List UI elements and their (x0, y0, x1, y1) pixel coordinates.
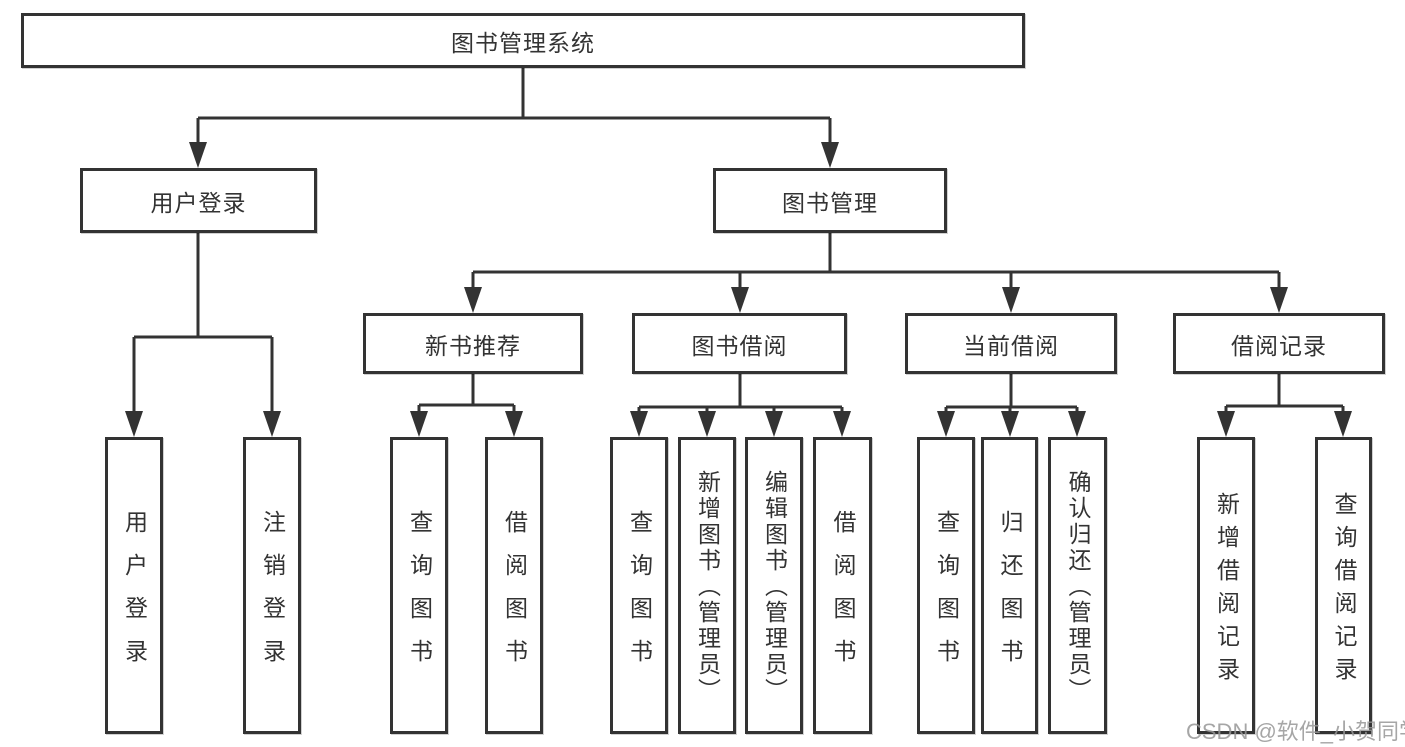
leaf-user-login: 用户登录 (105, 437, 163, 734)
node-user-login: 用户登录 (80, 168, 317, 233)
node-library-management-system: 图书管理系统 (21, 13, 1025, 68)
node-label: 用户登录 (121, 509, 148, 682)
arrowhead (821, 142, 839, 168)
node-label: 确认归还（管理员） (1065, 470, 1091, 704)
leaf-current-confirm-return-admin: 确认归还（管理员） (1048, 437, 1107, 734)
node-label: 借阅图书 (830, 509, 856, 682)
node-label: 查询图书 (933, 509, 960, 682)
node-label: 当前借阅 (963, 332, 1059, 359)
leaf-borrowing-query-books: 查询图书 (610, 437, 668, 734)
arrowhead (698, 411, 716, 437)
node-current-borrowing: 当前借阅 (905, 313, 1117, 374)
leaf-borrowing-edit-books-admin: 编辑图书（管理员） (745, 437, 803, 734)
node-label: 借阅图书 (501, 509, 528, 682)
node-label: 图书管理系统 (451, 29, 595, 56)
connectors-borrowing-records-branch (1217, 374, 1352, 437)
arrowhead (464, 287, 482, 313)
arrowhead (1334, 411, 1352, 437)
arrowhead (765, 411, 783, 437)
leaf-current-return-books: 归还图书 (981, 437, 1038, 734)
node-label: 注销登录 (259, 509, 286, 682)
leaf-logout: 注销登录 (243, 437, 301, 734)
node-label: 新书推荐 (425, 332, 521, 359)
node-label: 新增图书（管理员） (694, 470, 721, 704)
leaf-records-query-record: 查询借阅记录 (1315, 437, 1372, 734)
arrowhead (410, 411, 428, 437)
leaf-rec-borrow-books: 借阅图书 (485, 437, 543, 734)
arrowhead (505, 411, 523, 437)
node-label: 归还图书 (997, 509, 1023, 682)
arrowhead (833, 411, 851, 437)
connectors-root-to-level2 (189, 68, 839, 168)
connectors-current-borrowing-branch (937, 374, 1086, 437)
arrowhead (1068, 411, 1086, 437)
node-label: 图书管理 (782, 189, 878, 216)
connectors-new-book-recommendation-branch (410, 374, 523, 437)
leaf-records-add-record: 新增借阅记录 (1197, 437, 1255, 734)
arrowhead (1217, 411, 1235, 437)
node-label: 查询图书 (406, 509, 433, 682)
node-new-book-recommendation: 新书推荐 (363, 313, 583, 374)
node-label: 借阅记录 (1231, 332, 1327, 359)
arrowhead (937, 411, 955, 437)
arrowhead (263, 411, 281, 437)
node-borrowing-records: 借阅记录 (1173, 313, 1385, 374)
node-label: 图书借阅 (691, 332, 788, 359)
connectors-user-login-branch (125, 233, 281, 437)
leaf-rec-query-books: 查询图书 (390, 437, 448, 734)
node-label: 查询借阅记录 (1331, 491, 1357, 690)
arrowhead (630, 411, 648, 437)
arrowhead (1001, 411, 1019, 437)
arrowhead (1270, 287, 1288, 313)
csdn-watermark: CSDN @软件_小贺同学 (1186, 719, 1405, 744)
arrowhead (189, 142, 207, 168)
node-book-management: 图书管理 (713, 168, 947, 233)
arrowhead (125, 411, 143, 437)
leaf-current-query-books: 查询图书 (917, 437, 975, 734)
arrowhead (731, 287, 749, 313)
node-label: 查询图书 (626, 509, 653, 682)
node-label: 编辑图书（管理员） (761, 470, 788, 704)
arrowhead (1002, 287, 1020, 313)
connectors-book-management-branch (464, 233, 1288, 313)
node-book-borrowing: 图书借阅 (632, 313, 847, 374)
node-label: 新增借阅记录 (1213, 491, 1240, 690)
leaf-borrowing-add-books-admin: 新增图书（管理员） (678, 437, 736, 734)
leaf-borrowing-borrow-books: 借阅图书 (813, 437, 872, 734)
node-label: 用户登录 (150, 189, 247, 216)
connectors-book-borrowing-branch (630, 374, 851, 437)
